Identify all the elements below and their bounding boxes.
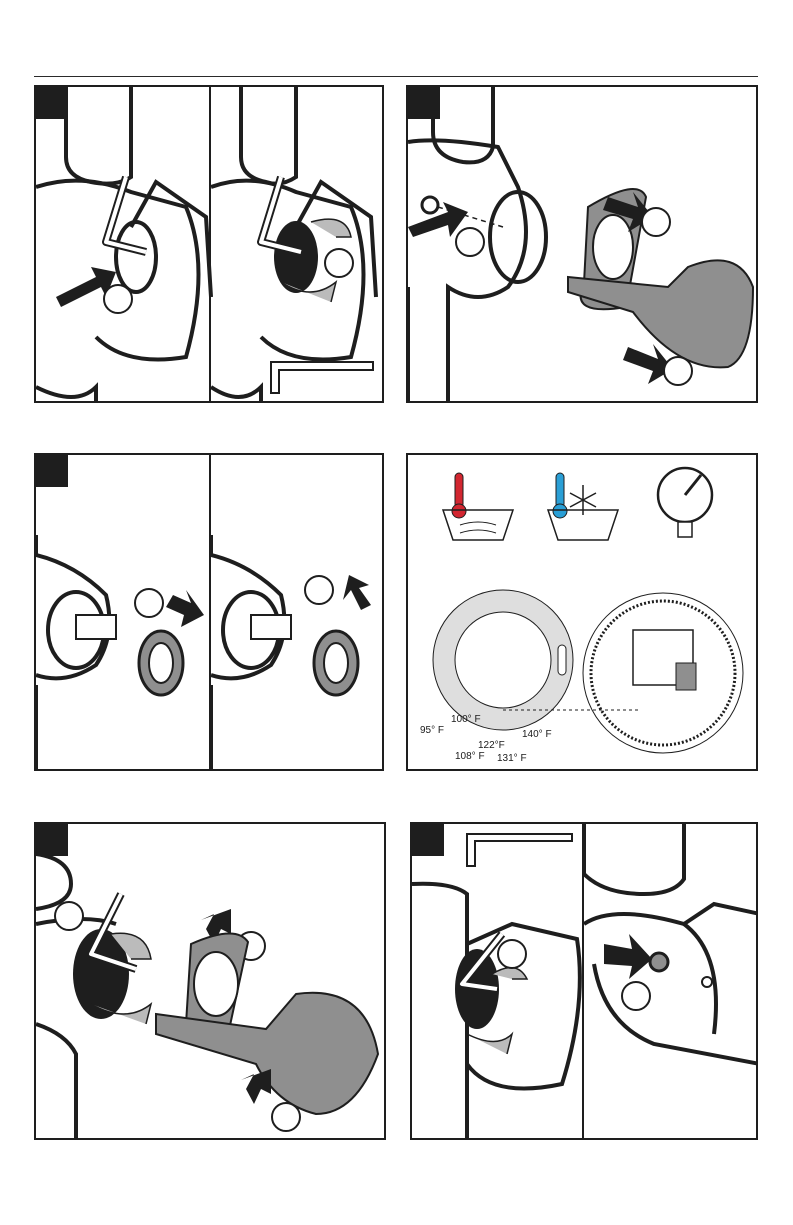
cartridge-nut-remove-illustration bbox=[36, 455, 211, 771]
cartridge-nut-install-illustration bbox=[211, 455, 384, 771]
hot-water-thermometer-icon bbox=[443, 473, 513, 540]
temp-label-100: 100° F bbox=[451, 714, 481, 725]
temp-label-131: 131° F bbox=[497, 753, 527, 764]
temp-label-108: 108° F bbox=[455, 751, 485, 762]
cold-water-snowflake-icon bbox=[548, 473, 618, 540]
temp-label-140: 140° F bbox=[522, 729, 552, 740]
hex-key-icon bbox=[271, 362, 373, 393]
step-panel-remove-handle bbox=[406, 85, 758, 403]
temp-label-122: 122°F bbox=[478, 740, 505, 751]
step-panel-hex-key-loosen bbox=[34, 85, 384, 403]
reinstall-handle-illustration bbox=[36, 824, 386, 1140]
header-rule bbox=[34, 76, 758, 77]
step-panel-reinstall-handle bbox=[34, 822, 386, 1140]
set-screw-closeup-illustration bbox=[584, 824, 758, 1140]
hex-key-rotate-illustration bbox=[211, 87, 384, 403]
step-panel-tighten-screw bbox=[410, 822, 758, 1140]
step-panel-temperature-limit: 95° F 100° F 108° F 122°F 131° F 140° F bbox=[406, 453, 758, 771]
hex-key-tighten-illustration bbox=[412, 824, 587, 1140]
step-panel-cartridge-nut bbox=[34, 453, 384, 771]
temp-label-95: 95° F bbox=[420, 725, 444, 736]
hex-key-icon bbox=[467, 834, 572, 866]
exploded-handle-illustration bbox=[408, 87, 758, 403]
pressure-gauge-icon bbox=[658, 468, 712, 537]
